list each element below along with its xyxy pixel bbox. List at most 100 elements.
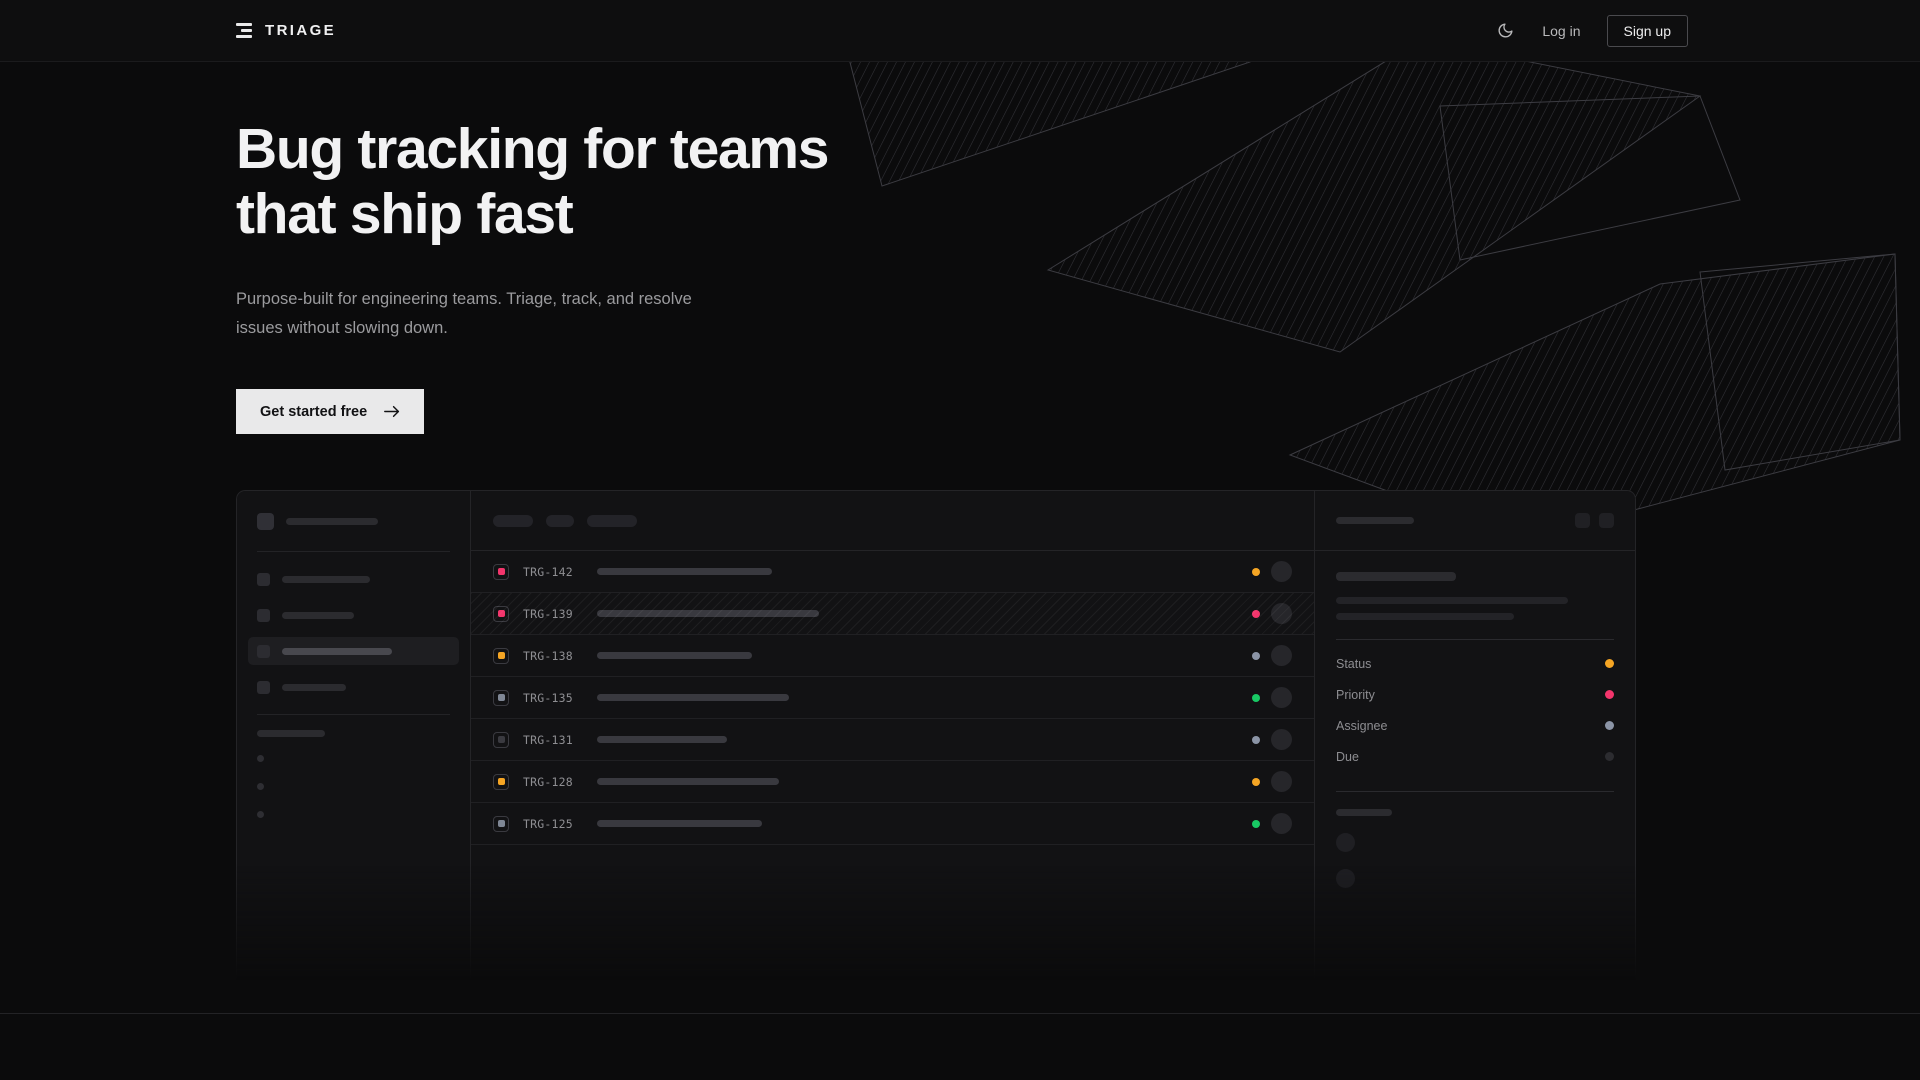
- detail-actions: [1575, 513, 1614, 528]
- brand-logo[interactable]: TRIAGE: [236, 22, 336, 39]
- priority-badge: [493, 563, 509, 580]
- page-title: Bug tracking for teams that ship fast: [236, 117, 876, 247]
- status-dot: [1252, 651, 1260, 660]
- issue-id: TRG-139: [523, 606, 573, 621]
- detail-description: [1336, 597, 1614, 620]
- login-link[interactable]: Log in: [1542, 22, 1581, 39]
- sidebar-item-label: [282, 683, 346, 691]
- row-meta: [1252, 687, 1292, 708]
- issue-id: TRG-142: [523, 564, 573, 579]
- issue-id: TRG-125: [523, 816, 573, 831]
- heading-line-1: Bug tracking for teams: [236, 117, 830, 181]
- sidebar-item-icon: [257, 572, 270, 586]
- header-nav: Log in Sign up: [1494, 14, 1688, 47]
- meta-value-dot: [1605, 721, 1614, 730]
- sidebar-item-label: [282, 611, 354, 619]
- signup-button[interactable]: Sign up: [1606, 14, 1688, 47]
- activity-avatar: [1336, 869, 1355, 888]
- sidebar-section-label: [257, 730, 325, 737]
- sidebar-item-2[interactable]: [248, 637, 459, 665]
- meta-row-priority[interactable]: Priority: [1336, 679, 1614, 710]
- issue-id: TRG-131: [523, 732, 573, 747]
- table-row[interactable]: TRG-128: [471, 761, 1314, 803]
- detail-action-button[interactable]: [1599, 513, 1614, 528]
- issue-id: TRG-138: [523, 648, 573, 663]
- description-line: [1336, 613, 1514, 620]
- toolbar-filter-pill[interactable]: [546, 514, 574, 527]
- meta-value-dot: [1605, 659, 1614, 668]
- detail-header: [1315, 491, 1635, 551]
- detail-title-placeholder: [1336, 517, 1414, 524]
- table-row[interactable]: TRG-142: [471, 551, 1314, 593]
- sidebar-divider-top: [257, 551, 450, 552]
- sidebar-item-icon: [257, 680, 270, 694]
- sidebar-mini-item[interactable]: [257, 755, 264, 762]
- issue-title-placeholder: [597, 694, 789, 701]
- priority-badge: [493, 773, 509, 790]
- issue-list-toolbar: [471, 491, 1314, 551]
- table-row[interactable]: TRG-135: [471, 677, 1314, 719]
- sidebar-mini-list: [257, 741, 450, 818]
- status-dot: [1252, 609, 1260, 618]
- assignee-avatar: [1271, 729, 1292, 750]
- heading-line-2: that ship fast: [236, 182, 574, 246]
- table-row[interactable]: TRG-139: [471, 593, 1314, 635]
- assignee-avatar: [1271, 813, 1292, 834]
- priority-badge: [493, 647, 509, 664]
- priority-badge: [493, 605, 509, 622]
- detail-divider-2: [1336, 791, 1614, 792]
- sidebar-nav: [248, 552, 459, 714]
- issue-title-placeholder: [597, 610, 819, 617]
- sidebar-mini-item[interactable]: [257, 811, 264, 818]
- meta-label: Priority: [1336, 687, 1375, 702]
- meta-label: Due: [1336, 749, 1359, 764]
- row-meta: [1252, 771, 1292, 792]
- sidebar-item-icon: [257, 644, 270, 658]
- toolbar-filter-pill[interactable]: [587, 514, 637, 527]
- description-line: [1336, 597, 1568, 604]
- status-dot: [1252, 777, 1260, 786]
- priority-badge: [493, 689, 509, 706]
- meta-label: Status: [1336, 656, 1372, 671]
- toolbar-filter-pill[interactable]: [493, 514, 533, 527]
- table-row[interactable]: TRG-131: [471, 719, 1314, 761]
- row-meta: [1252, 645, 1292, 666]
- meta-row-status[interactable]: Status: [1336, 648, 1614, 679]
- meta-row-assignee[interactable]: Assignee: [1336, 710, 1614, 741]
- theme-toggle-button[interactable]: [1494, 20, 1516, 42]
- row-meta: [1252, 813, 1292, 834]
- issue-title-placeholder: [597, 652, 752, 659]
- arrow-right-icon: [384, 405, 400, 418]
- sidebar-item-3[interactable]: [248, 673, 459, 701]
- sidebar-item-1[interactable]: [248, 601, 459, 629]
- activity-section-label: [1336, 809, 1392, 816]
- hero-subtitle: Purpose-built for engineering teams. Tri…: [236, 290, 692, 337]
- sidebar-mini-item[interactable]: [257, 783, 264, 790]
- sidebar-item-0[interactable]: [248, 565, 459, 593]
- moon-icon: [1498, 23, 1513, 38]
- get-started-button[interactable]: Get started free: [236, 389, 425, 434]
- assignee-avatar: [1271, 771, 1292, 792]
- table-row[interactable]: TRG-125: [471, 803, 1314, 845]
- issue-id: TRG-128: [523, 774, 573, 789]
- workspace-switcher[interactable]: [257, 491, 450, 551]
- meta-value-dot: [1605, 752, 1614, 761]
- table-row[interactable]: TRG-138: [471, 635, 1314, 677]
- meta-row-due[interactable]: Due: [1336, 741, 1614, 772]
- activity-avatar: [1336, 833, 1355, 852]
- priority-badge: [493, 815, 509, 832]
- sidebar-item-label: [282, 575, 370, 583]
- triage-logo-icon: [236, 23, 252, 38]
- sidebar-item-label: [282, 647, 392, 655]
- detail-action-button[interactable]: [1575, 513, 1590, 528]
- footer-divider: [0, 1013, 1920, 1014]
- assignee-avatar: [1271, 561, 1292, 582]
- meta-label: Assignee: [1336, 718, 1388, 733]
- status-dot: [1252, 735, 1260, 744]
- row-meta: [1252, 561, 1292, 582]
- issue-title-placeholder: [597, 820, 762, 827]
- meta-value-dot: [1605, 690, 1614, 699]
- sidebar-item-icon: [257, 608, 270, 622]
